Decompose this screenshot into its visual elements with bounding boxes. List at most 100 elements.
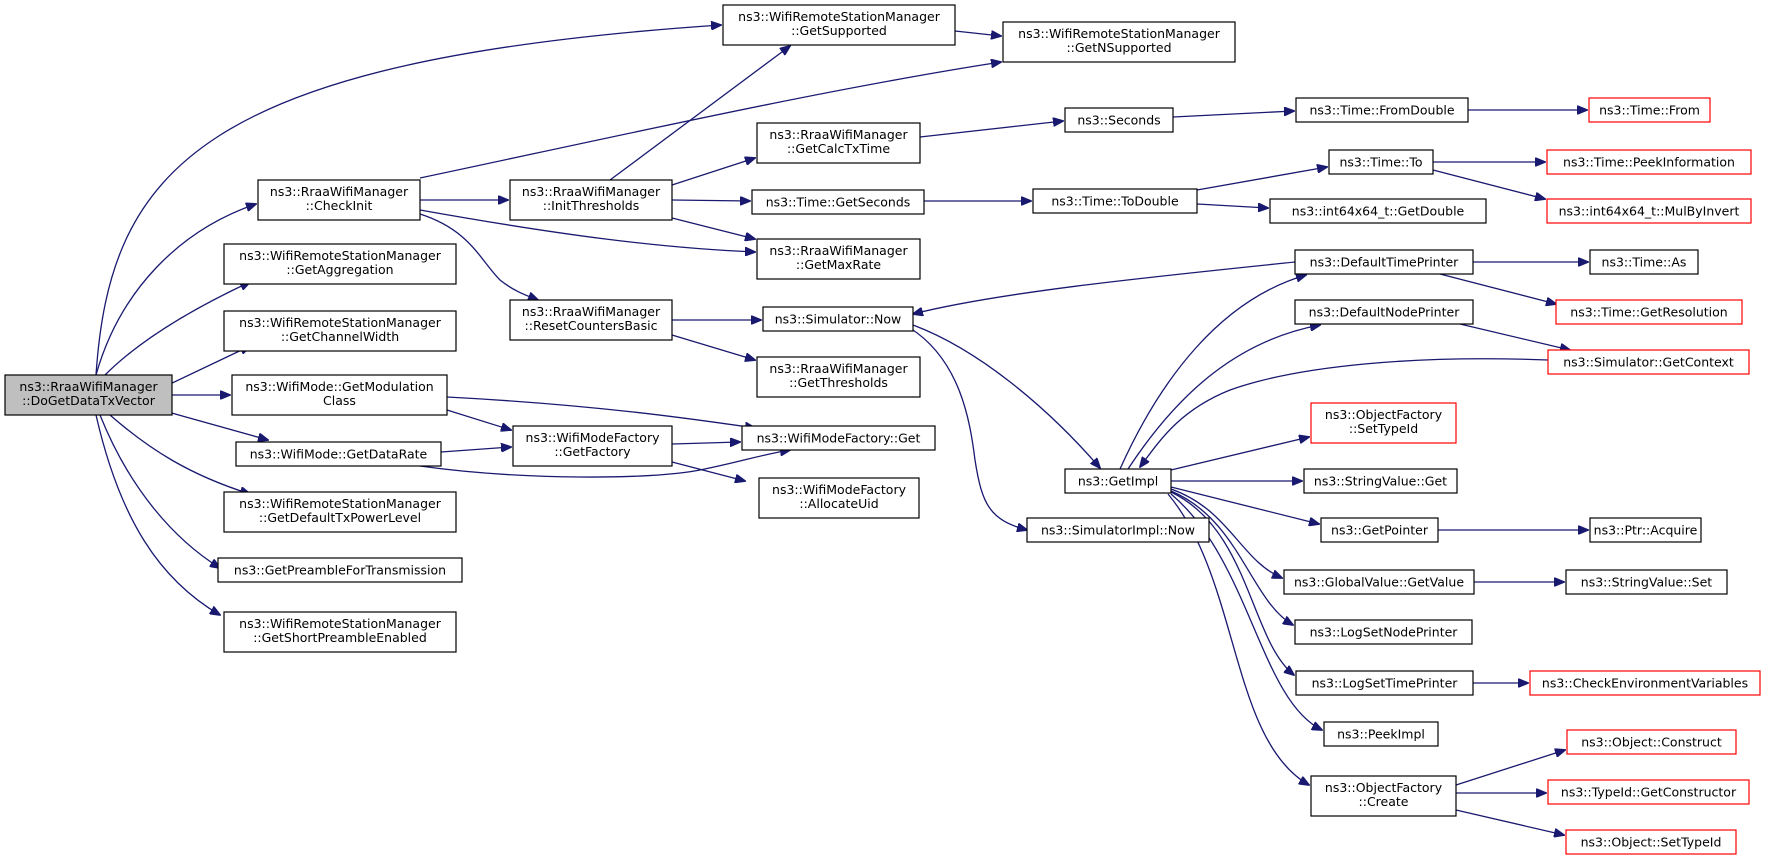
node-alloc[interactable]: ns3::WifiModeFactory::AllocateUid bbox=[758, 477, 920, 519]
node-box bbox=[1310, 402, 1457, 444]
node-getsec[interactable]: ns3::Time::GetSeconds bbox=[751, 189, 925, 215]
node-getnsupp[interactable]: ns3::WifiRemoteStationManager::GetNSuppo… bbox=[1002, 21, 1236, 63]
node-objsettid[interactable]: ns3::Object::SetTypeId bbox=[1565, 829, 1737, 855]
node-box bbox=[1294, 249, 1474, 275]
node-getdouble[interactable]: ns3::int64x64_t::GetDouble bbox=[1269, 198, 1487, 224]
edge-checkinit-to-getnsupp bbox=[419, 62, 1001, 179]
edge-getimpl-to-lstp bbox=[1170, 491, 1294, 675]
node-getagg[interactable]: ns3::WifiRemoteStationManager::GetAggreg… bbox=[223, 243, 457, 285]
node-implnow[interactable]: ns3::SimulatorImpl::Now bbox=[1026, 517, 1210, 543]
node-box bbox=[231, 374, 448, 416]
node-preamble[interactable]: ns3::GetPreambleForTransmission bbox=[217, 557, 463, 583]
node-mulbyinv[interactable]: ns3::int64x64_t::MulByInvert bbox=[1546, 198, 1752, 224]
node-label: ns3::WifiRemoteStationManager bbox=[239, 616, 442, 631]
node-dnp[interactable]: ns3::DefaultNodePrinter bbox=[1294, 299, 1474, 325]
node-from[interactable]: ns3::Time::From bbox=[1588, 97, 1711, 123]
node-dtp[interactable]: ns3::DefaultTimePrinter bbox=[1294, 249, 1474, 275]
node-ofcreate[interactable]: ns3::ObjectFactory::Create bbox=[1310, 775, 1457, 817]
node-root[interactable]: ns3::RraaWifiManager::DoGetDataTxVector bbox=[4, 374, 173, 416]
node-box bbox=[4, 374, 173, 416]
node-label: ns3::WifiRemoteStationManager bbox=[738, 9, 941, 24]
edge-modclass-to-wmfget bbox=[446, 396, 755, 428]
node-seconds[interactable]: ns3::Seconds bbox=[1064, 107, 1174, 133]
node-getthr[interactable]: ns3::RraaWifiManager::GetThresholds bbox=[756, 356, 921, 398]
node-label: ns3::Simulator::Now bbox=[775, 312, 902, 327]
node-svset[interactable]: ns3::StringValue::Set bbox=[1565, 569, 1728, 595]
edge-ofcreate-to-objconst bbox=[1455, 750, 1565, 786]
edge-getimpl-to-dnp bbox=[1127, 325, 1320, 470]
node-box bbox=[1064, 468, 1172, 494]
node-label: ns3::Time::From bbox=[1599, 103, 1700, 118]
node-getctx[interactable]: ns3::Simulator::GetContext bbox=[1547, 349, 1750, 375]
node-peekimpl[interactable]: ns3::PeekImpl bbox=[1323, 721, 1439, 747]
edge-datarate-to-getfactory bbox=[440, 447, 511, 453]
node-box bbox=[235, 441, 442, 467]
edge-checkinit-to-resetcnt bbox=[419, 213, 538, 300]
node-settypeid[interactable]: ns3::ObjectFactory::SetTypeId bbox=[1310, 402, 1457, 444]
edge-to-to-mulbyinv bbox=[1432, 169, 1545, 199]
node-label: ns3::WifiMode::GetDataRate bbox=[250, 447, 428, 462]
node-label: ::GetAggregation bbox=[286, 262, 393, 277]
node-gvget[interactable]: ns3::GlobalValue::GetValue bbox=[1283, 569, 1475, 595]
edge-root-to-txpower bbox=[109, 414, 250, 494]
node-resetcnt[interactable]: ns3::RraaWifiManager::ResetCountersBasic bbox=[509, 299, 673, 341]
node-getfactory[interactable]: ns3::WifiModeFactory::GetFactory bbox=[512, 425, 673, 467]
node-to[interactable]: ns3::Time::To bbox=[1328, 149, 1434, 175]
node-simnow[interactable]: ns3::Simulator::Now bbox=[762, 306, 914, 332]
node-getsupp[interactable]: ns3::WifiRemoteStationManager::GetSuppor… bbox=[722, 4, 956, 46]
edge-calctx-to-seconds bbox=[919, 121, 1063, 138]
node-label: ns3::RraaWifiManager bbox=[769, 127, 908, 142]
node-box bbox=[1555, 299, 1743, 325]
node-checkinit[interactable]: ns3::RraaWifiManager::CheckInit bbox=[257, 179, 421, 221]
node-initthr[interactable]: ns3::RraaWifiManager::InitThresholds bbox=[509, 179, 673, 221]
node-label: ns3::ObjectFactory bbox=[1325, 407, 1443, 422]
node-getres[interactable]: ns3::Time::GetResolution bbox=[1555, 299, 1743, 325]
node-box bbox=[223, 243, 457, 285]
node-wmfget[interactable]: ns3::WifiModeFactory::Get bbox=[741, 425, 936, 451]
node-box bbox=[223, 491, 457, 533]
edge-initthr-to-calctx bbox=[671, 158, 755, 186]
node-peekinfo[interactable]: ns3::Time::PeekInformation bbox=[1546, 149, 1752, 175]
edge-simnow-to-getimpl bbox=[912, 324, 1100, 468]
edge-resetcnt-to-getthr bbox=[671, 334, 755, 360]
node-label: ns3::RraaWifiManager bbox=[522, 304, 661, 319]
node-label: ::GetCalcTxTime bbox=[787, 141, 890, 156]
node-ptracq[interactable]: ns3::Ptr::Acquire bbox=[1589, 517, 1702, 543]
node-datarate[interactable]: ns3::WifiMode::GetDataRate bbox=[235, 441, 442, 467]
node-label: ns3::RraaWifiManager bbox=[522, 184, 661, 199]
node-objconst[interactable]: ns3::Object::Construct bbox=[1566, 729, 1737, 755]
node-getctor[interactable]: ns3::TypeId::GetConstructor bbox=[1547, 779, 1750, 805]
node-as[interactable]: ns3::Time::As bbox=[1589, 249, 1699, 275]
node-box bbox=[1547, 779, 1750, 805]
node-todouble[interactable]: ns3::Time::ToDouble bbox=[1032, 188, 1198, 214]
node-lstp[interactable]: ns3::LogSetTimePrinter bbox=[1295, 670, 1474, 696]
node-box bbox=[1589, 517, 1702, 543]
node-chkenv[interactable]: ns3::CheckEnvironmentVariables bbox=[1529, 670, 1761, 696]
node-label: ns3::GlobalValue::GetValue bbox=[1294, 575, 1464, 590]
node-txpower[interactable]: ns3::WifiRemoteStationManager::GetDefaul… bbox=[223, 491, 457, 533]
node-calctx[interactable]: ns3::RraaWifiManager::GetCalcTxTime bbox=[756, 122, 921, 164]
node-box bbox=[1294, 299, 1474, 325]
node-box bbox=[741, 425, 936, 451]
node-label: ::SetTypeId bbox=[1349, 421, 1418, 436]
node-label: ::GetShortPreambleEnabled bbox=[253, 630, 427, 645]
node-maxrate[interactable]: ns3::RraaWifiManager::GetMaxRate bbox=[756, 238, 921, 280]
node-svget[interactable]: ns3::StringValue::Get bbox=[1303, 468, 1458, 494]
edge-root-to-checkinit bbox=[95, 204, 256, 376]
node-label: ns3::RraaWifiManager bbox=[769, 243, 908, 258]
node-label: ns3::int64x64_t::GetDouble bbox=[1292, 204, 1465, 219]
node-box bbox=[1566, 729, 1737, 755]
node-label: ::DoGetDataTxVector bbox=[22, 393, 156, 408]
node-shortpre[interactable]: ns3::WifiRemoteStationManager::GetShortP… bbox=[223, 611, 457, 653]
node-getchw[interactable]: ns3::WifiRemoteStationManager::GetChanne… bbox=[223, 310, 457, 352]
node-box bbox=[1323, 721, 1439, 747]
node-box bbox=[756, 356, 921, 398]
node-label: ns3::Time::FromDouble bbox=[1309, 103, 1454, 118]
node-getimpl[interactable]: ns3::GetImpl bbox=[1064, 468, 1172, 494]
node-getptr[interactable]: ns3::GetPointer bbox=[1320, 517, 1439, 543]
node-label: ns3::TypeId::GetConstructor bbox=[1561, 785, 1737, 800]
node-box bbox=[1589, 249, 1699, 275]
node-fromdouble[interactable]: ns3::Time::FromDouble bbox=[1295, 97, 1469, 123]
node-lsnp[interactable]: ns3::LogSetNodePrinter bbox=[1294, 619, 1473, 645]
